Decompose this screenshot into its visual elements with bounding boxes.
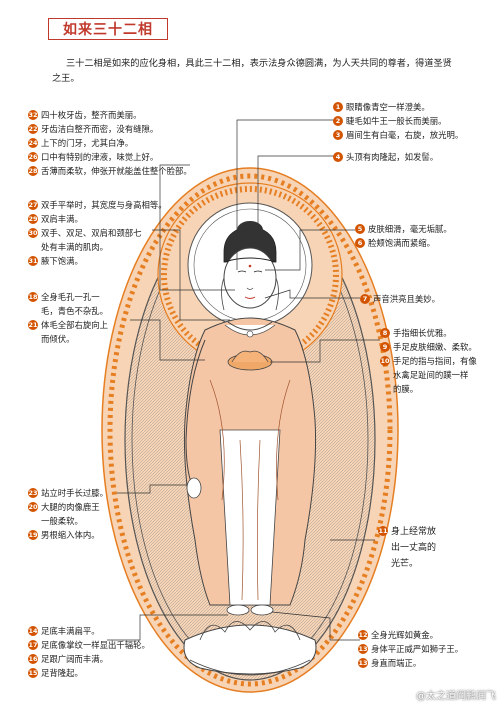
leader-lines-right	[236, 119, 380, 641]
number-badge: 16	[28, 654, 38, 664]
number-badge: 8	[380, 328, 390, 338]
number-badge: 9	[380, 342, 390, 352]
note-item: 光芒。	[391, 559, 419, 569]
intro-text: 三十二相是如来的应化身相，具此三十二相，表示法身众德圆满，为人天共同的尊者，得道…	[52, 58, 452, 84]
number-badge: 13	[358, 658, 368, 668]
buddha-body	[183, 317, 317, 616]
number-badge: 31	[28, 256, 38, 266]
number-badge: 5	[355, 224, 365, 234]
number-badge: 26	[28, 152, 38, 162]
number-badge: 32	[28, 110, 38, 120]
number-badge: 28	[28, 166, 38, 176]
number-badge: 23	[28, 488, 38, 498]
number-badge: 4	[333, 152, 343, 162]
number-badge: 14	[28, 626, 38, 636]
number-badge: 27	[28, 200, 38, 210]
number-badge: 15	[28, 668, 38, 678]
number-badge: 10	[380, 356, 390, 366]
number-badge: 24	[28, 138, 38, 148]
number-badge: 21	[28, 320, 38, 330]
number-badge: 6	[355, 238, 365, 248]
number-badge: 1	[333, 102, 343, 112]
number-badge: 12	[358, 630, 368, 640]
watermark: @太之道阎鹏润飞	[416, 691, 496, 702]
number-badge: 29	[28, 214, 38, 224]
leader-lines-left	[107, 164, 235, 641]
lotus-base	[183, 621, 317, 676]
number-badge: 7	[360, 294, 370, 304]
number-badge: 22	[28, 124, 38, 134]
number-badge: 3	[333, 130, 343, 140]
note-item: 处有丰满的肌肉。	[41, 242, 108, 252]
number-badge: 19	[28, 530, 38, 540]
note-item: 的膜。	[393, 384, 419, 394]
note-item: 一般柔软。	[41, 516, 83, 526]
number-badge: 18	[28, 292, 38, 302]
number-badge: 11	[378, 526, 388, 536]
note-item: 出一丈高的	[391, 543, 437, 553]
number-badge: 20	[28, 502, 38, 512]
diagram-title: 如来三十二相	[48, 18, 168, 40]
note-item: 水禽足趾间的蹼一样	[393, 370, 469, 380]
note-item: 而倾伏。	[41, 334, 75, 344]
number-badge: 2	[333, 116, 343, 126]
note-item: 毛，青色不杂乱。	[41, 306, 108, 316]
number-badge: 13	[358, 644, 368, 654]
number-badge: 30	[28, 228, 38, 238]
number-badge: 17	[28, 640, 38, 650]
